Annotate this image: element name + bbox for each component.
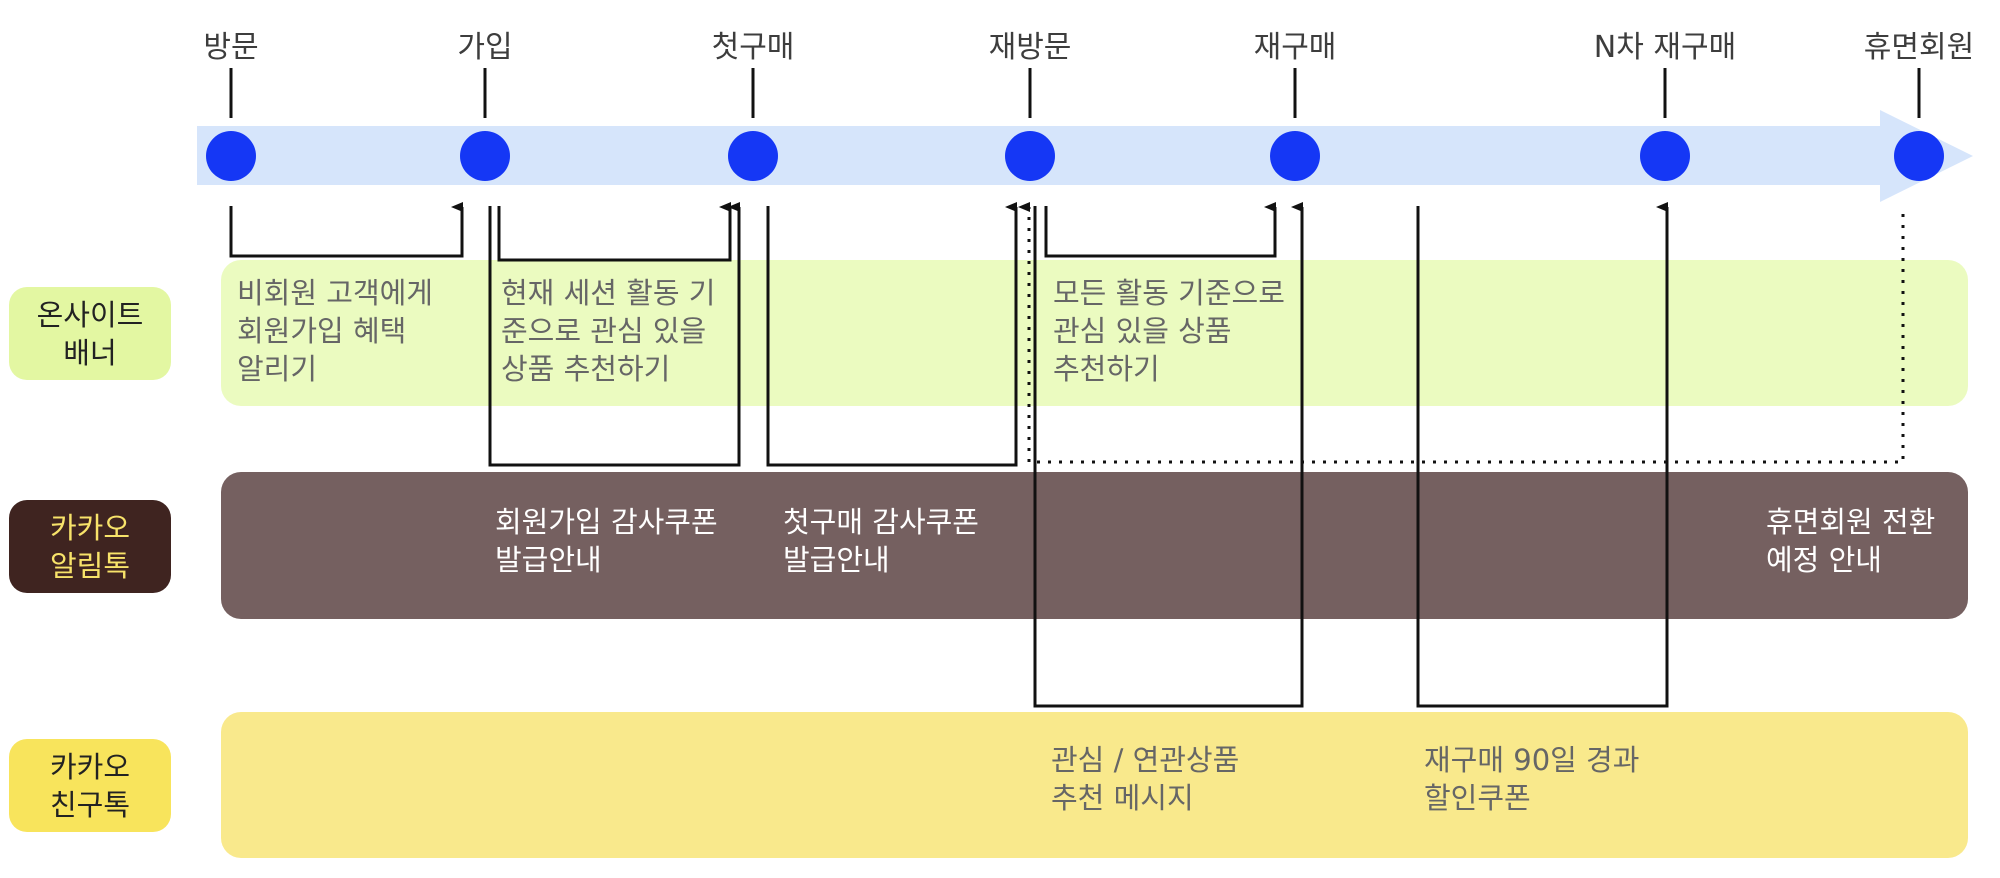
timeline-arrow xyxy=(197,110,1973,202)
connector-visit-to-signup xyxy=(229,202,464,258)
stage-dot-first-purchase xyxy=(728,131,778,181)
message-dormant-notice: 휴면회원 전환 예정 안내 xyxy=(1766,505,1936,577)
connector-signup-to-first-purchase xyxy=(497,202,732,262)
message-session-recommendation: 현재 세션 활동 기 준으로 관심 있을 상품 추천하기 xyxy=(501,276,716,386)
message-signup-coupon: 회원가입 감사쿠폰 발급안내 xyxy=(495,505,718,577)
connector-revisit-to-repurchase xyxy=(1044,202,1277,258)
stage-dot-visit xyxy=(206,131,256,181)
stage-dot-repurchase xyxy=(1270,131,1320,181)
message-repurchase-coupon: 재구매 90일 경과 할인쿠폰 xyxy=(1424,743,1640,815)
message-interest-recommendation: 관심 / 연관상품 추천 메시지 xyxy=(1051,743,1240,815)
message-signup-benefit: 비회원 고객에게 회원가입 혜택 알리기 xyxy=(237,276,433,386)
lane-label-onsite-banner: 온사이트 배너 xyxy=(9,287,171,380)
stage-label-dormant: 휴면회원 xyxy=(1863,30,1975,65)
message-first-purchase-coupon: 첫구매 감사쿠폰 발급안내 xyxy=(783,505,979,577)
stage-dot-n-repurchase xyxy=(1640,131,1690,181)
stage-dot-signup xyxy=(460,131,510,181)
lane-label-kakao-alimtalk: 카카오 알림톡 xyxy=(9,500,171,593)
stage-label-n-repurchase: N차 재구매 xyxy=(1593,30,1737,65)
alimtalk-band xyxy=(221,472,1968,619)
message-all-activity-recommendation: 모든 활동 기준으로 관심 있을 상품 추천하기 xyxy=(1053,276,1285,386)
lane-label-kakao-friendtalk: 카카오 친구톡 xyxy=(9,739,171,832)
stage-label-repurchase: 재구매 xyxy=(1253,30,1337,65)
stage-label-visit: 방문 xyxy=(203,30,259,65)
stage-dot-dormant xyxy=(1894,131,1944,181)
stage-label-revisit: 재방문 xyxy=(988,30,1072,65)
stage-label-signup: 가입 xyxy=(457,30,513,65)
stage-ticks xyxy=(229,68,1921,118)
friendtalk-band xyxy=(221,712,1968,858)
stage-label-first-purchase: 첫구매 xyxy=(711,30,795,65)
stage-dot-revisit xyxy=(1005,131,1055,181)
